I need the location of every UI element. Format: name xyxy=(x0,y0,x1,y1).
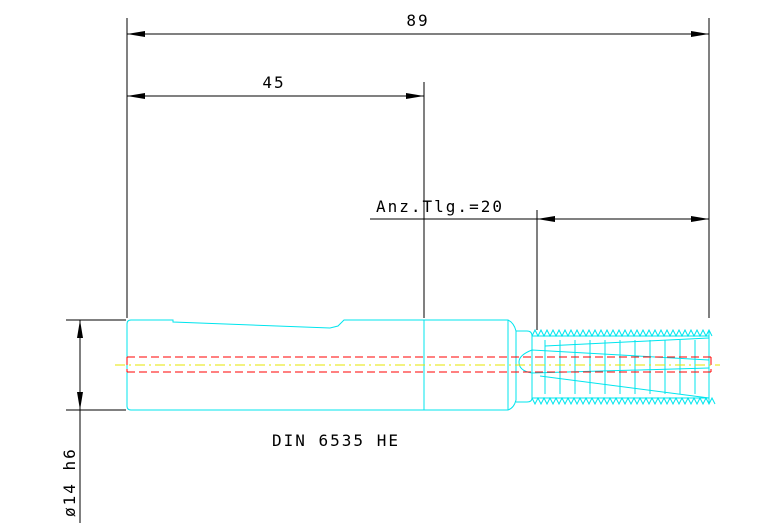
dimension-shank-length: 45 xyxy=(127,73,425,318)
overall-length-label: 89 xyxy=(406,11,429,30)
dimension-diameter: ø14 h6 xyxy=(60,319,126,523)
dimension-overall-length: 89 xyxy=(126,11,710,318)
thread-count-label: Anz.Tlg.=20 xyxy=(376,197,504,216)
neck-outline xyxy=(516,330,533,403)
dimension-thread-length: Anz.Tlg.=20 xyxy=(370,197,709,330)
thread-teeth-top xyxy=(531,328,713,338)
standard-label: DIN 6535 HE xyxy=(272,431,400,450)
tool-body xyxy=(126,319,716,411)
thread-hatch xyxy=(544,340,696,394)
thread-teeth-bottom xyxy=(531,396,716,406)
shank-length-label: 45 xyxy=(262,73,285,92)
diameter-label: ø14 h6 xyxy=(60,447,79,517)
shank-outline xyxy=(126,319,517,411)
